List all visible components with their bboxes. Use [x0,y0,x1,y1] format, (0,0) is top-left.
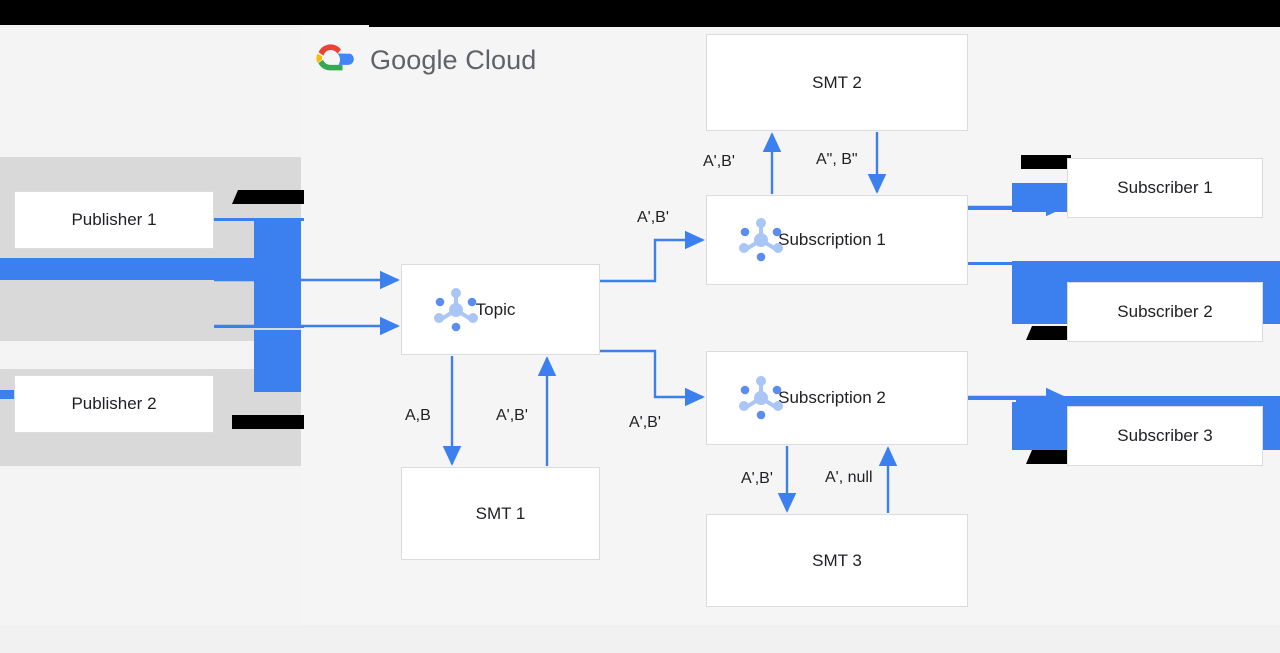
google-cloud-logo-icon [316,44,354,71]
redaction-bar-3 [1021,155,1071,169]
right-connector-line-1 [968,207,1018,210]
node-subscriber-3[interactable]: Subscriber 3 [1067,406,1263,466]
node-label: Publisher 1 [71,210,157,229]
pubsub-topic-icon [434,287,478,331]
pubsub-subscription-icon [739,376,783,420]
node-subscriber-1[interactable]: Subscriber 1 [1067,158,1263,218]
page-footer-strip [0,625,1280,653]
right-arrow-artifact-3 [1016,261,1280,275]
left-connector-line-2 [214,325,304,328]
edge-label-topic-subscription2: A',B' [629,414,661,431]
node-label: SMT 3 [812,550,862,570]
node-topic[interactable]: Topic [401,264,600,355]
left-arrow-artifact-2 [0,258,254,280]
left-artifact-band-3 [0,291,301,341]
edge-label-smt3-subscription2: A', null [825,469,873,486]
node-label: SMT 2 [812,72,862,92]
left-arrow-artifact-3 [254,330,301,392]
node-smt-3[interactable]: SMT 3 [706,514,968,607]
edge-label-topic-subscription1: A',B' [637,209,669,226]
node-subscriber-2[interactable]: Subscriber 2 [1067,282,1263,342]
node-smt-2[interactable]: SMT 2 [706,34,968,131]
left-connector-line-1 [214,218,304,221]
node-label: SMT 1 [475,503,526,523]
node-label: Subscription 1 [778,230,886,249]
right-connector-line-2 [968,262,1020,265]
top-black-bar-left [0,0,369,25]
node-publisher-1[interactable]: Publisher 1 [14,191,214,249]
right-arrow-artifact-1 [1012,183,1072,212]
edge-label-smt2-subscription1: A", B" [816,151,858,168]
node-subscription-1[interactable]: Subscription 1 [706,195,968,285]
edge-label-topic-smt1: A,B [405,407,431,424]
left-arrow-artifact-1 [254,218,301,326]
redaction-bar-2 [232,415,304,429]
redaction-bar-5 [1026,450,1076,464]
node-label: Subscription 2 [778,388,886,407]
node-label: Subscriber 3 [1117,426,1213,445]
node-label: Subscriber 1 [1117,178,1213,197]
edge-label-smt1-topic: A',B' [496,407,528,424]
pubsub-subscription-icon [739,218,783,262]
right-connector-line-3 [968,397,1020,400]
node-label: Publisher 2 [71,394,157,413]
redaction-bar-4 [1026,326,1076,340]
google-cloud-brand: Google Cloud [310,41,536,79]
edge-label-subscription2-smt3: A',B' [741,470,773,487]
edge-label-subscription1-smt2: A',B' [703,153,735,170]
node-label: Topic [475,299,516,319]
node-label: Subscriber 2 [1117,302,1213,321]
redaction-bar-1 [232,190,304,204]
top-black-bar-right [369,0,1280,27]
node-subscription-2[interactable]: Subscription 2 [706,351,968,445]
brand-name: Google Cloud [370,44,537,75]
node-publisher-2[interactable]: Publisher 2 [14,375,214,433]
node-smt-1[interactable]: SMT 1 [401,467,600,560]
